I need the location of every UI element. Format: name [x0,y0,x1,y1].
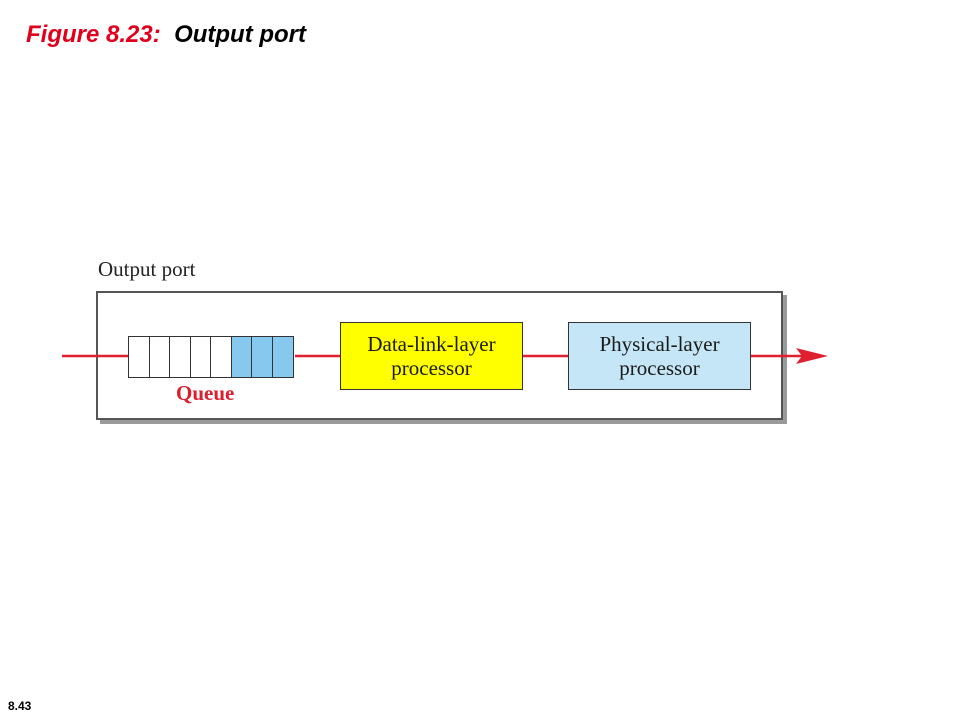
page-number: 8.43 [8,699,32,713]
queue-cell-filled [231,337,252,377]
queue-label: Queue [176,381,235,405]
figure-title: Figure 8.23: Output port [26,21,306,49]
queue-cell-empty [170,337,191,377]
output-arrowhead [796,348,828,364]
queue-cell-empty [150,337,170,377]
physical-processor-line1: Physical-layer [599,332,720,356]
figure-number: Figure 8.23: [26,21,161,48]
queue [128,336,294,378]
data-link-processor-line2: processor [391,356,472,380]
queue-cell-empty [129,337,150,377]
physical-layer-processor: Physical-layer processor [568,322,751,390]
output-port-label: Output port [98,257,196,281]
data-link-layer-processor: Data-link-layer processor [340,322,523,390]
data-link-processor-line1: Data-link-layer [367,332,496,356]
queue-cell-empty [191,337,211,377]
queue-cell-empty [211,337,232,377]
queue-cell-filled [272,337,293,377]
physical-processor-line2: processor [619,356,700,380]
queue-cell-filled [252,337,273,377]
figure-name: Output port [174,21,307,48]
